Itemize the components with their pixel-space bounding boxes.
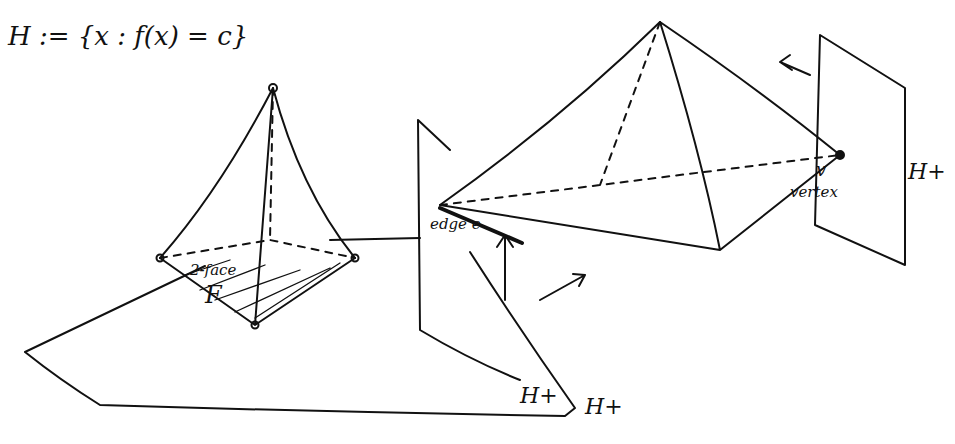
hidden-edges bbox=[160, 88, 355, 258]
face-name: F bbox=[205, 282, 222, 308]
normal-arrow bbox=[780, 55, 810, 75]
vertex-dot bbox=[157, 255, 164, 262]
set-definition: H := {x : f(x) = c} bbox=[8, 22, 248, 51]
normal-arrow bbox=[497, 235, 513, 300]
vertex-dot bbox=[836, 151, 844, 159]
pyramid-edges bbox=[160, 88, 355, 325]
vertex-dot bbox=[252, 322, 259, 329]
hidden-edges bbox=[440, 22, 840, 205]
edge-label: edge e bbox=[430, 216, 481, 233]
pyramid-edges bbox=[440, 22, 840, 250]
vertex-name: v bbox=[816, 160, 826, 180]
hyperplane bbox=[418, 120, 520, 380]
plane-label: H+ bbox=[520, 384, 558, 408]
vertex-dot bbox=[269, 84, 277, 92]
plane-label: H+ bbox=[908, 160, 946, 184]
vertex-label: vertex bbox=[790, 184, 838, 201]
face-label: 2-face bbox=[190, 262, 236, 279]
face-hatching bbox=[185, 260, 340, 318]
hyperplane bbox=[25, 238, 575, 416]
plane-label: H+ bbox=[585, 395, 623, 419]
vertex-dot bbox=[352, 255, 359, 262]
normal-arrow bbox=[540, 274, 585, 300]
hyperplane bbox=[815, 35, 905, 265]
